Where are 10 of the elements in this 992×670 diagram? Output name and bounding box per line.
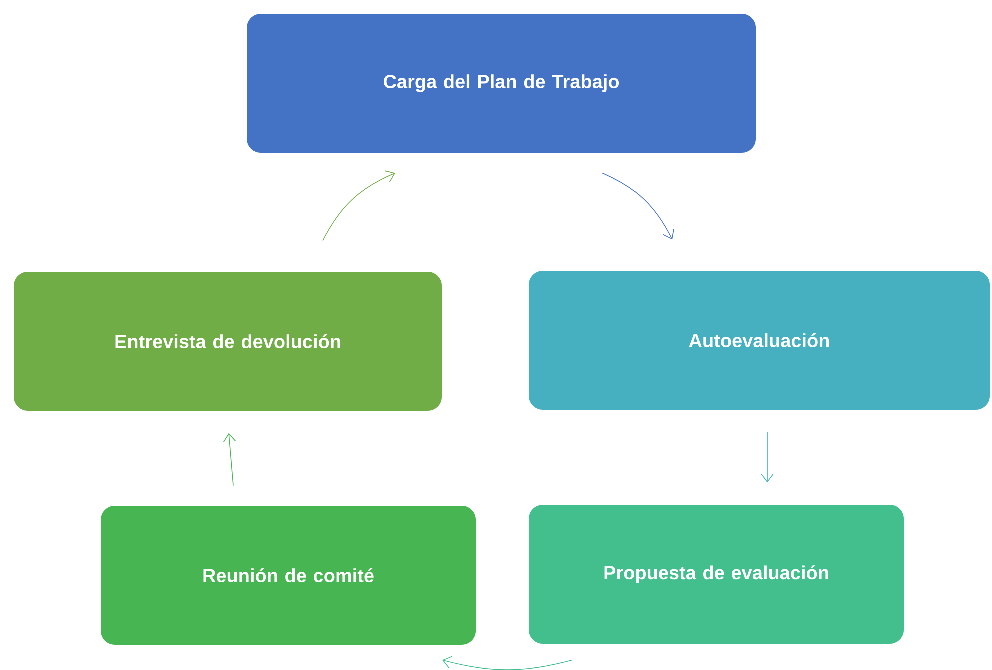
arrow	[761, 432, 774, 483]
arrow	[442, 656, 573, 670]
arrow	[322, 170, 396, 242]
process-box: Entrevista de devolución	[14, 272, 442, 411]
arrow	[602, 172, 674, 240]
process-box: Propuesta de evaluación	[529, 505, 904, 644]
process-box: Reunión de comité	[101, 506, 476, 645]
process-box: Carga del Plan de Trabajo	[247, 14, 756, 153]
arrow	[223, 433, 236, 486]
process-box: Autoevaluación	[529, 271, 990, 410]
